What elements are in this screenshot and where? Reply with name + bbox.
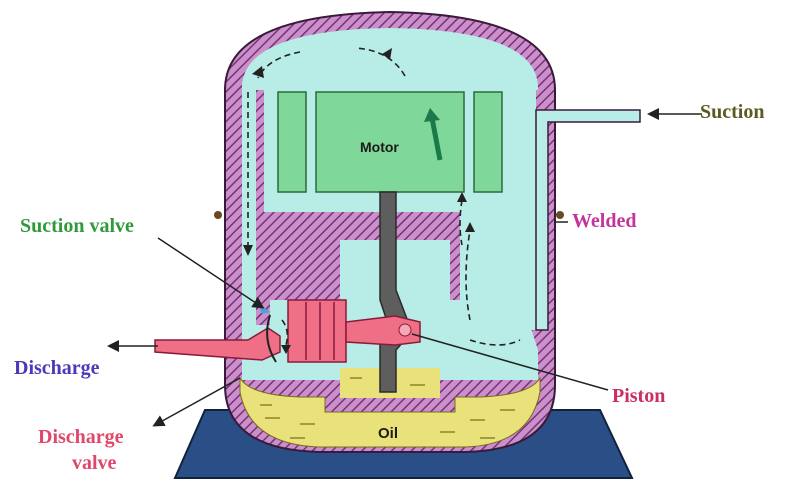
weld-right bbox=[556, 211, 564, 219]
stator-left bbox=[277, 91, 307, 193]
suction-valve-label: Suction valve bbox=[20, 215, 134, 237]
piston-label: Piston bbox=[612, 385, 666, 407]
discharge-pipe bbox=[154, 327, 281, 361]
motor-rotor bbox=[315, 91, 465, 193]
left-passage bbox=[242, 82, 256, 330]
oil-label: Oil bbox=[378, 425, 399, 442]
discharge-valve-label-line1: Discharge bbox=[38, 426, 124, 448]
oil-sump bbox=[239, 376, 541, 448]
right-passage bbox=[522, 82, 536, 330]
motor-label: Motor bbox=[360, 139, 399, 155]
stator-right bbox=[473, 91, 503, 193]
weld-left bbox=[214, 211, 222, 219]
connecting-rod bbox=[345, 315, 421, 346]
flow-arrowheads bbox=[243, 48, 475, 354]
suction-label: Suction bbox=[700, 101, 765, 123]
crank-pin bbox=[398, 323, 412, 337]
valve-plate bbox=[266, 314, 277, 363]
discharge-label: Discharge bbox=[14, 357, 100, 379]
oil-ripples bbox=[260, 377, 515, 439]
welded-label: Welded bbox=[572, 210, 637, 232]
suction-pipe bbox=[535, 109, 641, 331]
leader-lines bbox=[107, 108, 702, 427]
flow-arrow-icon bbox=[247, 47, 521, 346]
discharge-valve-label-line2: valve bbox=[72, 452, 117, 474]
rotation-arrowhead bbox=[424, 108, 440, 122]
rotation-arrow-icon bbox=[429, 117, 443, 161]
piston-head bbox=[287, 299, 347, 363]
